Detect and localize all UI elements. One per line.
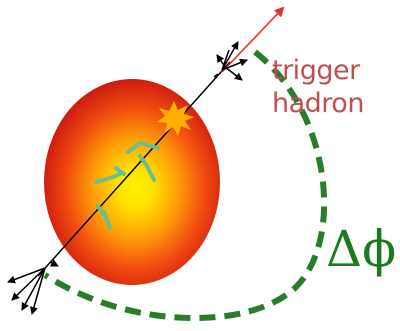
trigger-hadron-label: trigger hadron <box>272 54 392 120</box>
trigger-label-line1: trigger <box>272 55 360 86</box>
jet-axis-line <box>37 61 231 277</box>
away-side-jet-icon <box>7 259 59 315</box>
delta-phi-arc <box>43 49 328 322</box>
trigger-hadron-arrow <box>221 6 285 73</box>
shower-tracks <box>94 140 160 230</box>
trigger-label-line2: hadron <box>272 88 364 119</box>
near-side-jet-icon <box>213 41 248 81</box>
delta-phi-label: Δϕ <box>326 220 397 278</box>
fireball-nucleus <box>44 79 220 285</box>
collision-starburst-icon <box>157 101 194 136</box>
